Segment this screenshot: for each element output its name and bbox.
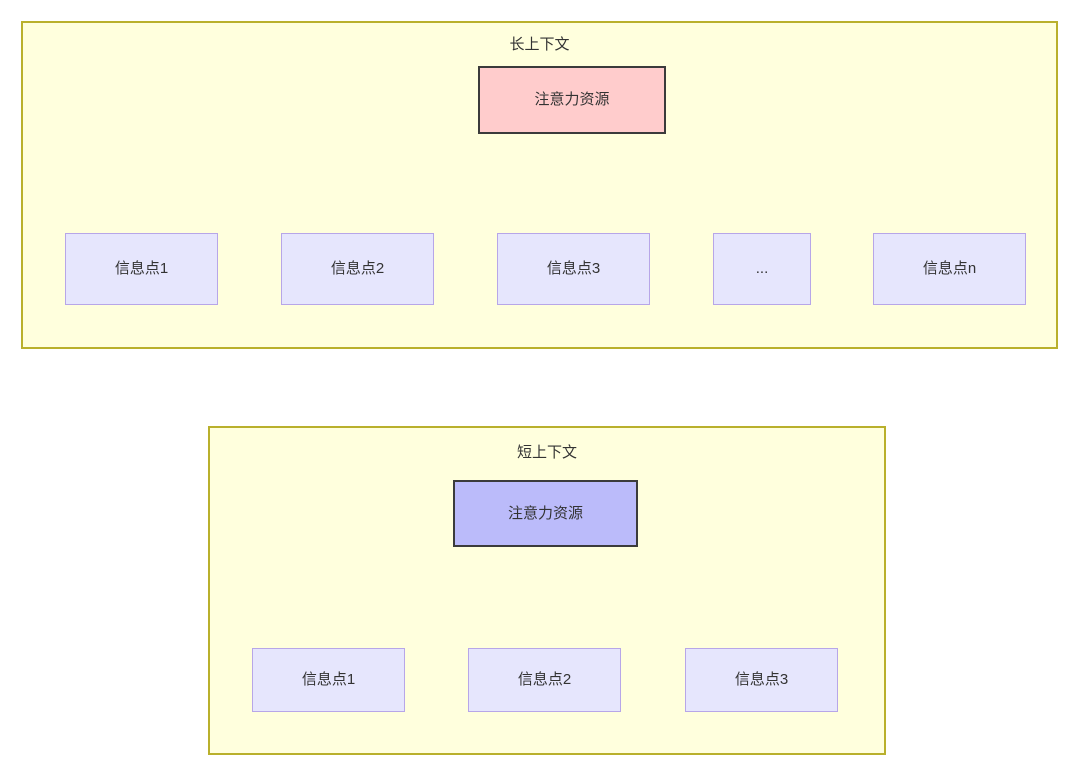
node-short-info-point-3-label: 信息点3 [734, 671, 789, 688]
node-long-info-point-2-label: 信息点2 [330, 260, 385, 277]
node-long-attention-resource-label: 注意力资源 [534, 91, 610, 108]
node-long-info-point-3[interactable]: 信息点3 [497, 233, 650, 305]
panel-long-context-title: 长上下文 [509, 36, 570, 53]
node-long-attention-resource[interactable]: 注意力资源 [478, 66, 666, 134]
node-short-info-point-3[interactable]: 信息点3 [685, 648, 838, 712]
node-long-info-point-ellipsis[interactable]: ... [713, 233, 811, 305]
node-long-info-point-n-label: 信息点n [922, 260, 977, 277]
node-long-info-point-n[interactable]: 信息点n [873, 233, 1026, 305]
node-short-attention-resource-label: 注意力资源 [507, 504, 583, 522]
node-long-info-point-1-label: 信息点1 [114, 260, 169, 277]
node-short-info-point-1[interactable]: 信息点1 [252, 648, 405, 712]
panel-short-context-title: 短上下文 [516, 444, 577, 461]
node-long-info-point-3-label: 信息点3 [546, 260, 601, 277]
node-long-info-point-2[interactable]: 信息点2 [281, 233, 434, 305]
node-short-info-point-2[interactable]: 信息点2 [468, 648, 621, 712]
node-short-attention-resource[interactable]: 注意力资源 [453, 480, 638, 547]
node-long-info-point-ellipsis-label: ... [755, 260, 769, 277]
node-long-info-point-1[interactable]: 信息点1 [65, 233, 218, 305]
node-short-info-point-1-label: 信息点1 [301, 671, 356, 688]
node-short-info-point-2-label: 信息点2 [517, 671, 572, 688]
